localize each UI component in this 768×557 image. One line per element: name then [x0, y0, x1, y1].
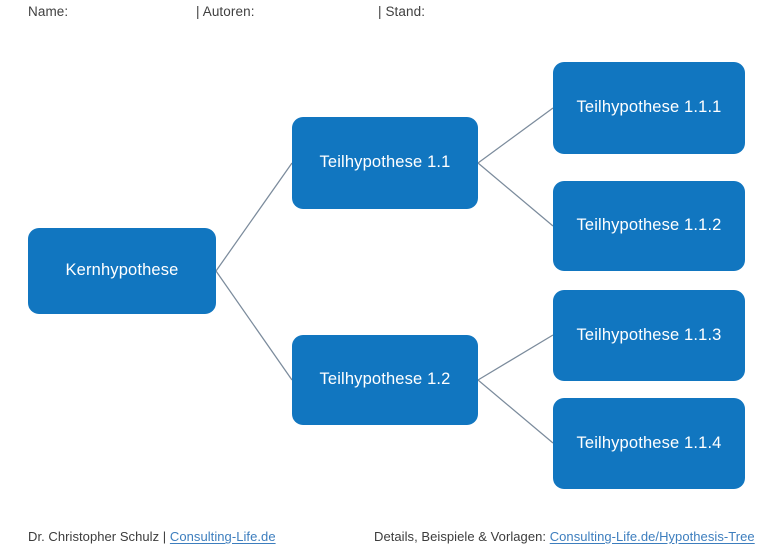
connector-l2-0-to-l3-0 — [477, 107, 554, 164]
footer-resources: Details, Beispiele & Vorlagen: Consultin… — [374, 529, 755, 544]
node-label: Teilhypothese 1.1.2 — [576, 216, 722, 235]
node-teilhypothese-1-1-4[interactable]: Teilhypothese 1.1.4 — [553, 398, 745, 489]
node-label: Teilhypothese 1.1.4 — [576, 433, 722, 452]
footer-resources-text: Details, Beispiele & Vorlagen: — [374, 529, 550, 544]
node-teilhypothese-1-1[interactable]: Teilhypothese 1.1 — [292, 117, 478, 209]
node-teilhypothese-1-1-3[interactable]: Teilhypothese 1.1.3 — [553, 290, 745, 381]
node-kernhypothese[interactable]: Kernhypothese — [28, 228, 216, 314]
connector-l2-1-to-l3-3 — [477, 379, 554, 444]
connector-root-to-l2-0 — [215, 162, 293, 272]
node-label: Teilhypothese 1.1.1 — [576, 98, 722, 117]
footer-resources-link[interactable]: Consulting-Life.de/Hypothesis-Tree — [549, 529, 755, 544]
footer-author-link[interactable]: Consulting-Life.de — [169, 529, 276, 544]
node-teilhypothese-1-1-2[interactable]: Teilhypothese 1.1.2 — [553, 181, 745, 271]
node-label: Teilhypothese 1.1 — [319, 153, 451, 172]
footer-author-text: Dr. Christopher Schulz | — [28, 529, 170, 544]
connector-l2-0-to-l3-1 — [477, 162, 554, 227]
node-label: Teilhypothese 1.2 — [319, 370, 451, 389]
node-teilhypothese-1-1-1[interactable]: Teilhypothese 1.1.1 — [553, 62, 745, 154]
header-field-name: Name: — [28, 4, 69, 19]
connector-l2-1-to-l3-2 — [477, 334, 554, 381]
node-label: Kernhypothese — [65, 261, 179, 280]
header-field-date: | Stand: — [378, 4, 426, 19]
connector-root-to-l2-1 — [215, 270, 293, 381]
footer-author: Dr. Christopher Schulz | Consulting-Life… — [28, 529, 276, 544]
header-field-authors: | Autoren: — [196, 4, 255, 19]
node-teilhypothese-1-2[interactable]: Teilhypothese 1.2 — [292, 335, 478, 425]
node-label: Teilhypothese 1.1.3 — [576, 325, 722, 344]
